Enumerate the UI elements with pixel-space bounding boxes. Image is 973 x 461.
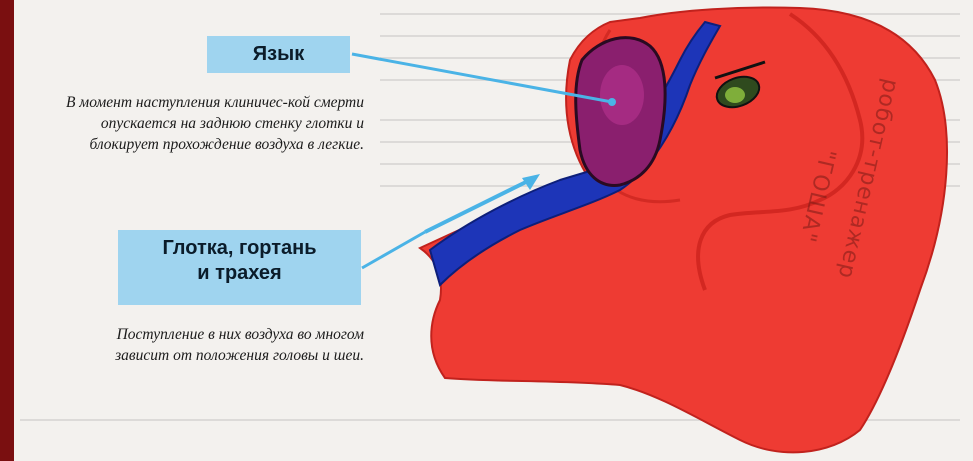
throat-title-line2: и трахея: [118, 261, 361, 286]
throat-label-box: Глотка, гортань и трахея: [118, 230, 361, 305]
tongue-highlight: [600, 65, 644, 125]
tongue-label-box: Язык: [207, 36, 350, 73]
airflow-arrowhead: [522, 174, 540, 190]
throat-pointer-line: [362, 232, 425, 268]
throat-caption: Поступление в них воздуха во многом зави…: [80, 324, 364, 366]
throat-title-line1: Глотка, гортань: [118, 236, 361, 261]
tongue-title: Язык: [253, 43, 304, 65]
tongue-caption: В момент наступления клиничес-кой смерти…: [40, 92, 364, 155]
